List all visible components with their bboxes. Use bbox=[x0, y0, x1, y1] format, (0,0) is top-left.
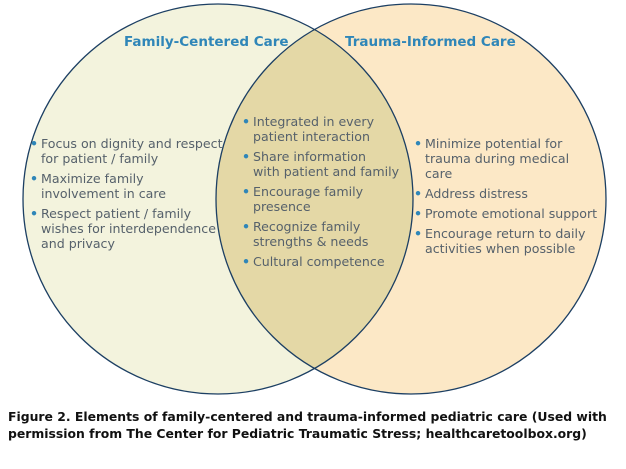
list-item-text: Maximize family involvement in care bbox=[41, 171, 167, 201]
family-centered-care-outline bbox=[22, 3, 414, 395]
bullet-icon: • bbox=[242, 149, 251, 164]
venn-diagram bbox=[22, 3, 607, 395]
list-item-text: Address distress bbox=[425, 186, 528, 201]
bullet-icon: • bbox=[242, 254, 251, 269]
list-item: •Encourage family presence bbox=[242, 184, 408, 214]
bullet-icon: • bbox=[242, 114, 251, 129]
overlap-list: •Integrated in every patient interaction… bbox=[242, 114, 408, 274]
list-item: •Address distress bbox=[414, 186, 614, 201]
bullet-icon: • bbox=[242, 184, 251, 199]
bullet-icon: • bbox=[242, 219, 251, 234]
list-item: •Encourage return to daily activities wh… bbox=[414, 226, 614, 256]
list-item: •Respect patient / family wishes for int… bbox=[30, 206, 226, 251]
list-item: •Integrated in every patient interaction bbox=[242, 114, 408, 144]
list-item: •Minimize potential for trauma during me… bbox=[414, 136, 614, 181]
bullet-icon: • bbox=[414, 186, 423, 201]
family-centered-care-title: Family-Centered Care bbox=[124, 34, 289, 50]
trauma-informed-care-list: •Minimize potential for trauma during me… bbox=[414, 136, 614, 261]
trauma-informed-care-title: Trauma-Informed Care bbox=[345, 34, 516, 50]
trauma-informed-care-outline bbox=[215, 3, 607, 395]
bullet-icon: • bbox=[414, 136, 423, 151]
list-item-text: Encourage return to daily activities whe… bbox=[425, 226, 586, 256]
list-item: •Promote emotional support bbox=[414, 206, 614, 221]
overlap-region bbox=[216, 4, 413, 394]
bullet-icon: • bbox=[414, 206, 423, 221]
list-item: •Maximize family involvement in care bbox=[30, 171, 226, 201]
bullet-icon: • bbox=[30, 206, 39, 221]
list-item-text: Focus on dignity and respect for patient… bbox=[41, 136, 223, 166]
list-item-text: Recognize family strengths & needs bbox=[253, 219, 369, 249]
list-item: •Share information with patient and fami… bbox=[242, 149, 408, 179]
list-item-text: Promote emotional support bbox=[425, 206, 598, 221]
list-item-text: Share information with patient and famil… bbox=[253, 149, 400, 179]
list-item-text: Cultural competence bbox=[253, 254, 385, 269]
bullet-icon: • bbox=[30, 171, 39, 186]
list-item: •Cultural competence bbox=[242, 254, 408, 269]
list-item-text: Minimize potential for trauma during med… bbox=[425, 136, 570, 181]
list-item: •Focus on dignity and respect for patien… bbox=[30, 136, 226, 166]
list-item-text: Integrated in every patient interaction bbox=[253, 114, 375, 144]
bullet-icon: • bbox=[414, 226, 423, 241]
list-item: •Recognize family strengths & needs bbox=[242, 219, 408, 249]
bullet-icon: • bbox=[30, 136, 39, 151]
family-centered-care-list: •Focus on dignity and respect for patien… bbox=[30, 136, 226, 256]
figure-caption: Figure 2. Elements of family-centered an… bbox=[8, 409, 607, 441]
list-item-text: Encourage family presence bbox=[253, 184, 364, 214]
list-item-text: Respect patient / family wishes for inte… bbox=[41, 206, 216, 251]
